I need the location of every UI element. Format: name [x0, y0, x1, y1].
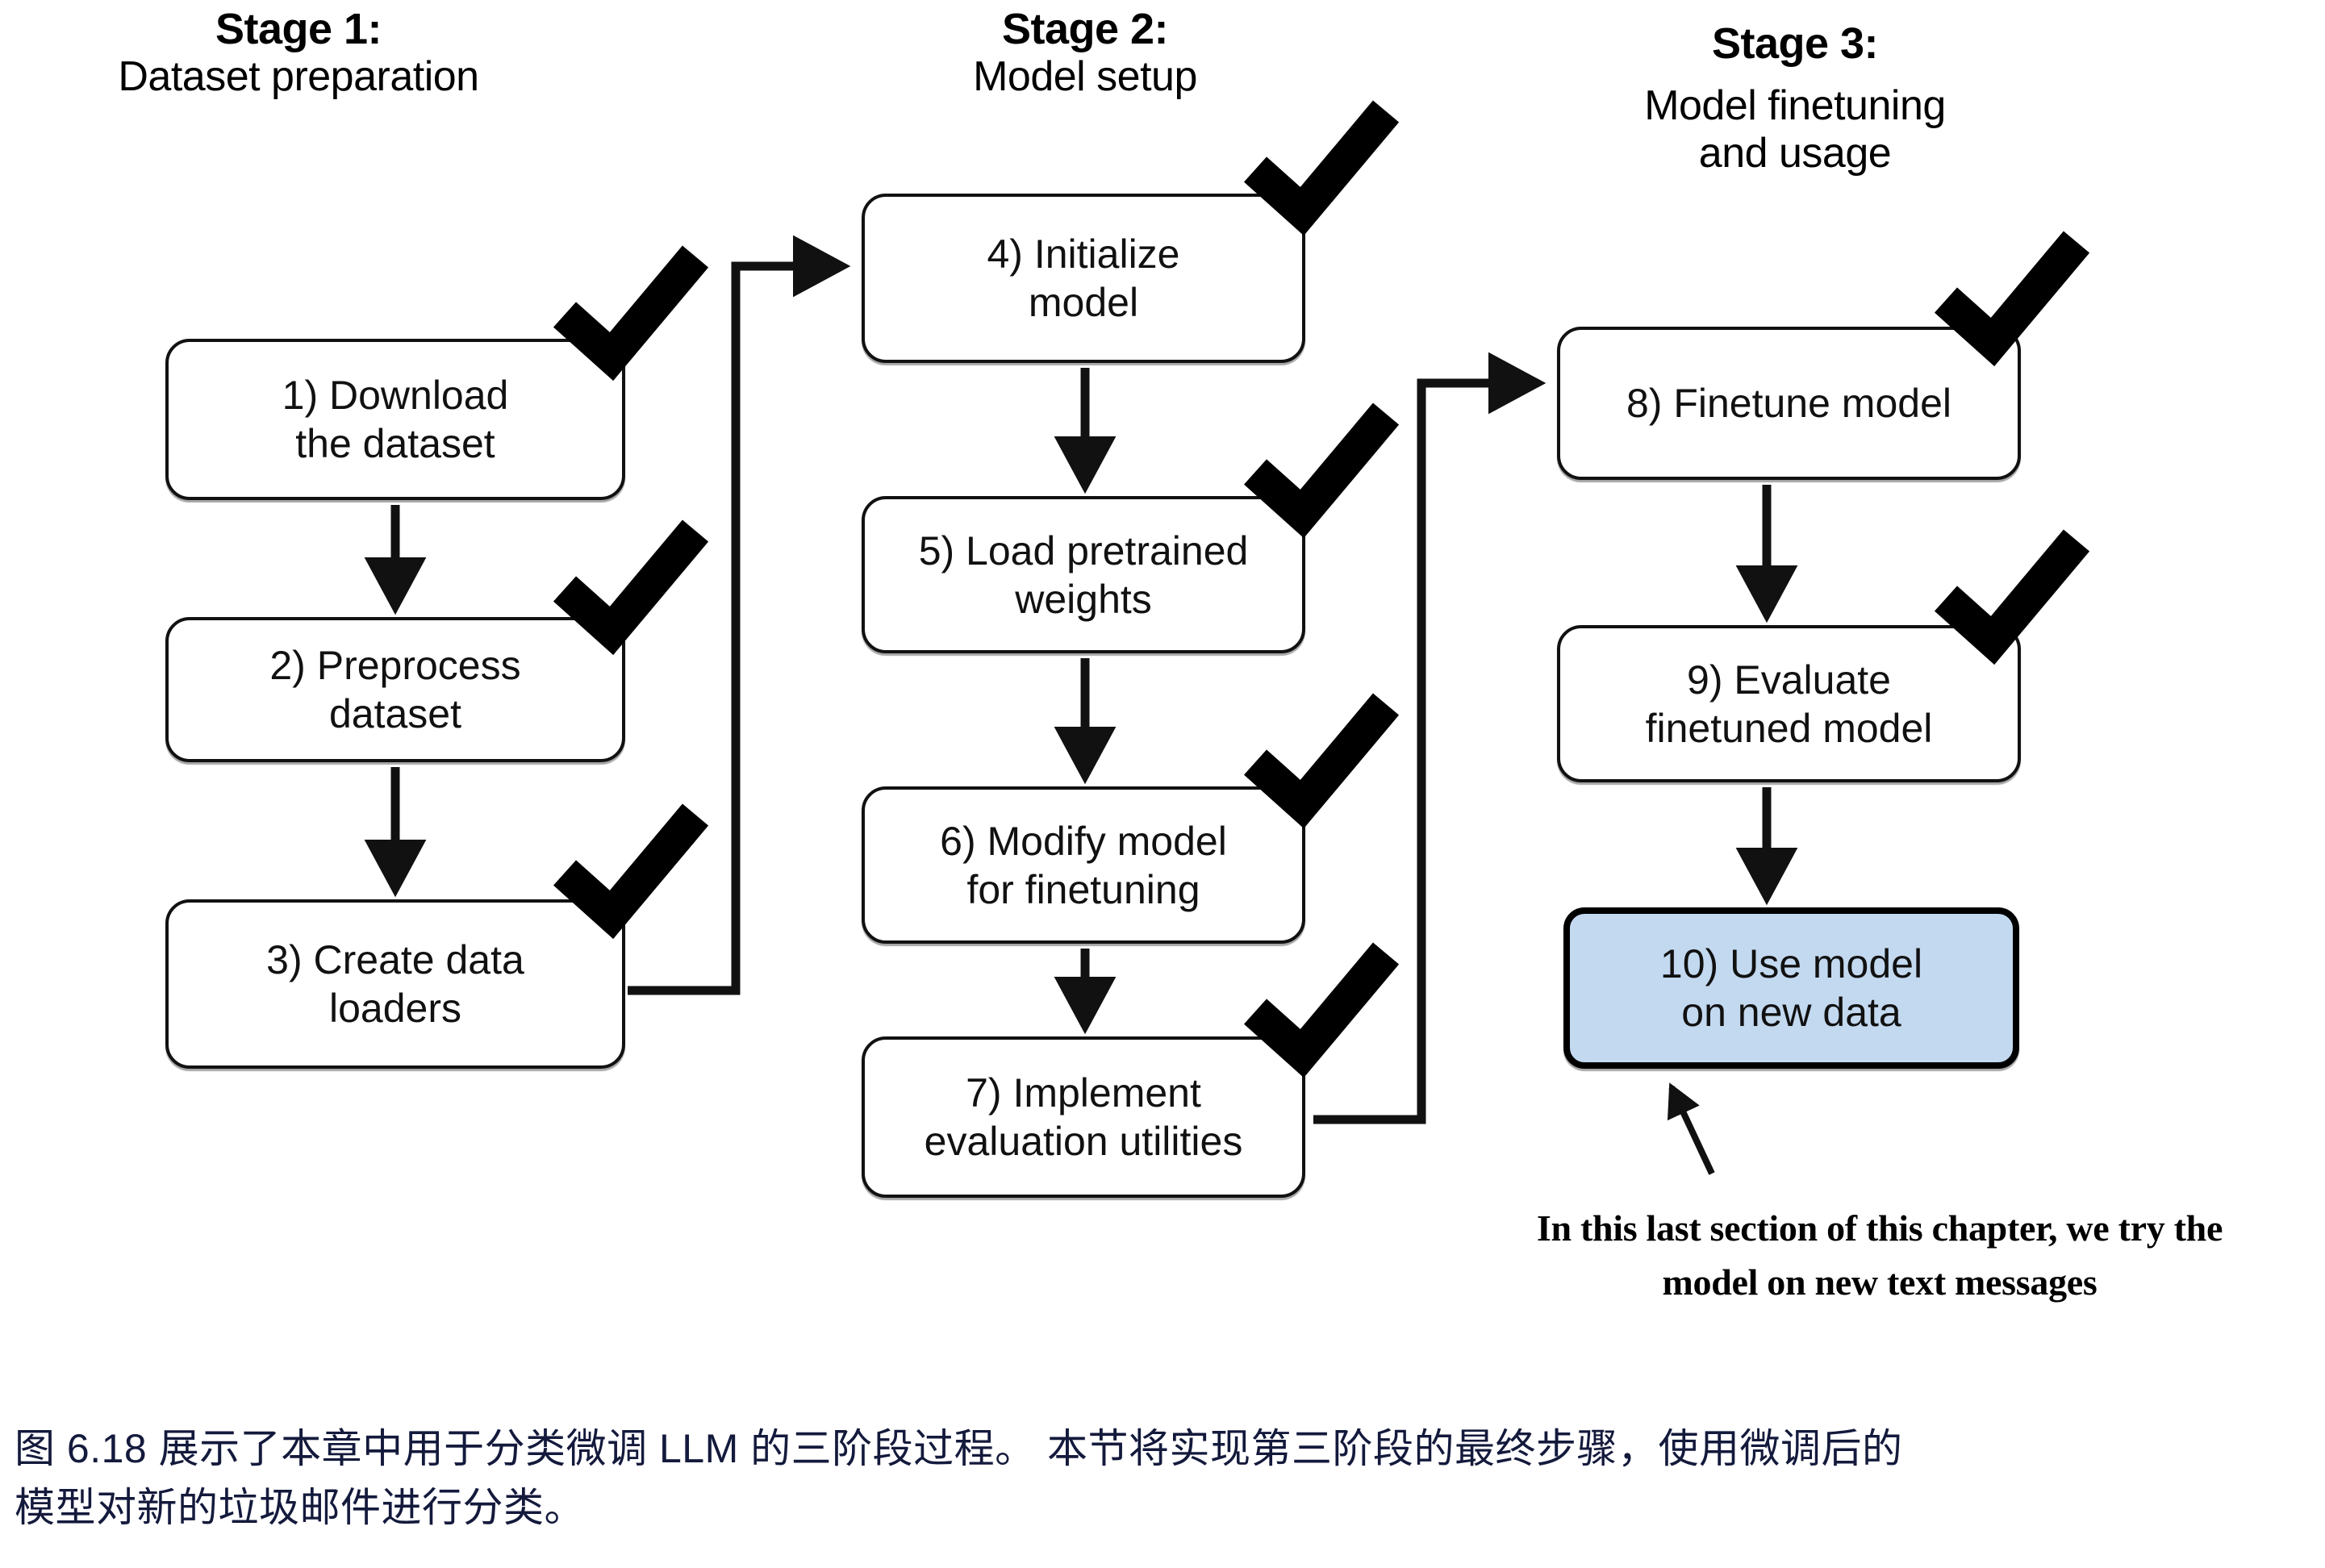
annotation-line-2: model on new text messages	[1662, 1261, 2098, 1303]
stage-1-subheading: Dataset preparation	[118, 53, 479, 101]
stage-1-heading: Stage 1:	[215, 5, 382, 53]
connector-stage1-to-stage2	[628, 235, 851, 995]
node-8-finetune-model[interactable]: 8) Finetune model	[1557, 327, 2021, 480]
annotation-text: In this last section of this chapter, we…	[1444, 1202, 2315, 1309]
stage-3-subheading: Model finetuning and usage	[1644, 82, 1946, 177]
annotation-callout-arrow	[1667, 1082, 1715, 1175]
stage-2-subheading: Model setup	[973, 53, 1197, 101]
stage-2-heading: Stage 2:	[1001, 5, 1169, 53]
stage-title-2: Stage 2: Model setup	[835, 5, 1335, 101]
figure-caption: 图 6.18 展示了本章中用于分类微调 LLM 的三阶段过程。 本节将实现第三阶…	[15, 1420, 2314, 1537]
caption-line-1: 图 6.18 展示了本章中用于分类微调 LLM 的三阶段过程。 本节将实现第三阶…	[15, 1426, 1903, 1471]
stage-title-1: Stage 1: Dataset preparation	[32, 5, 565, 101]
annotation-line-1: In this last section of this chapter, we…	[1536, 1207, 2223, 1249]
caption-line-2: 模型对新的垃圾邮件进行分类。	[15, 1484, 585, 1530]
checkmark-icon-node-2	[553, 519, 709, 656]
node-8-label: 8) Finetune model	[1626, 381, 1951, 426]
stage-3-heading: Stage 3:	[1711, 19, 1879, 68]
connector-stage2-to-stage3	[1313, 352, 1547, 1124]
stage-title-3: Stage 3: Model finetuning and usage	[1529, 5, 2061, 191]
